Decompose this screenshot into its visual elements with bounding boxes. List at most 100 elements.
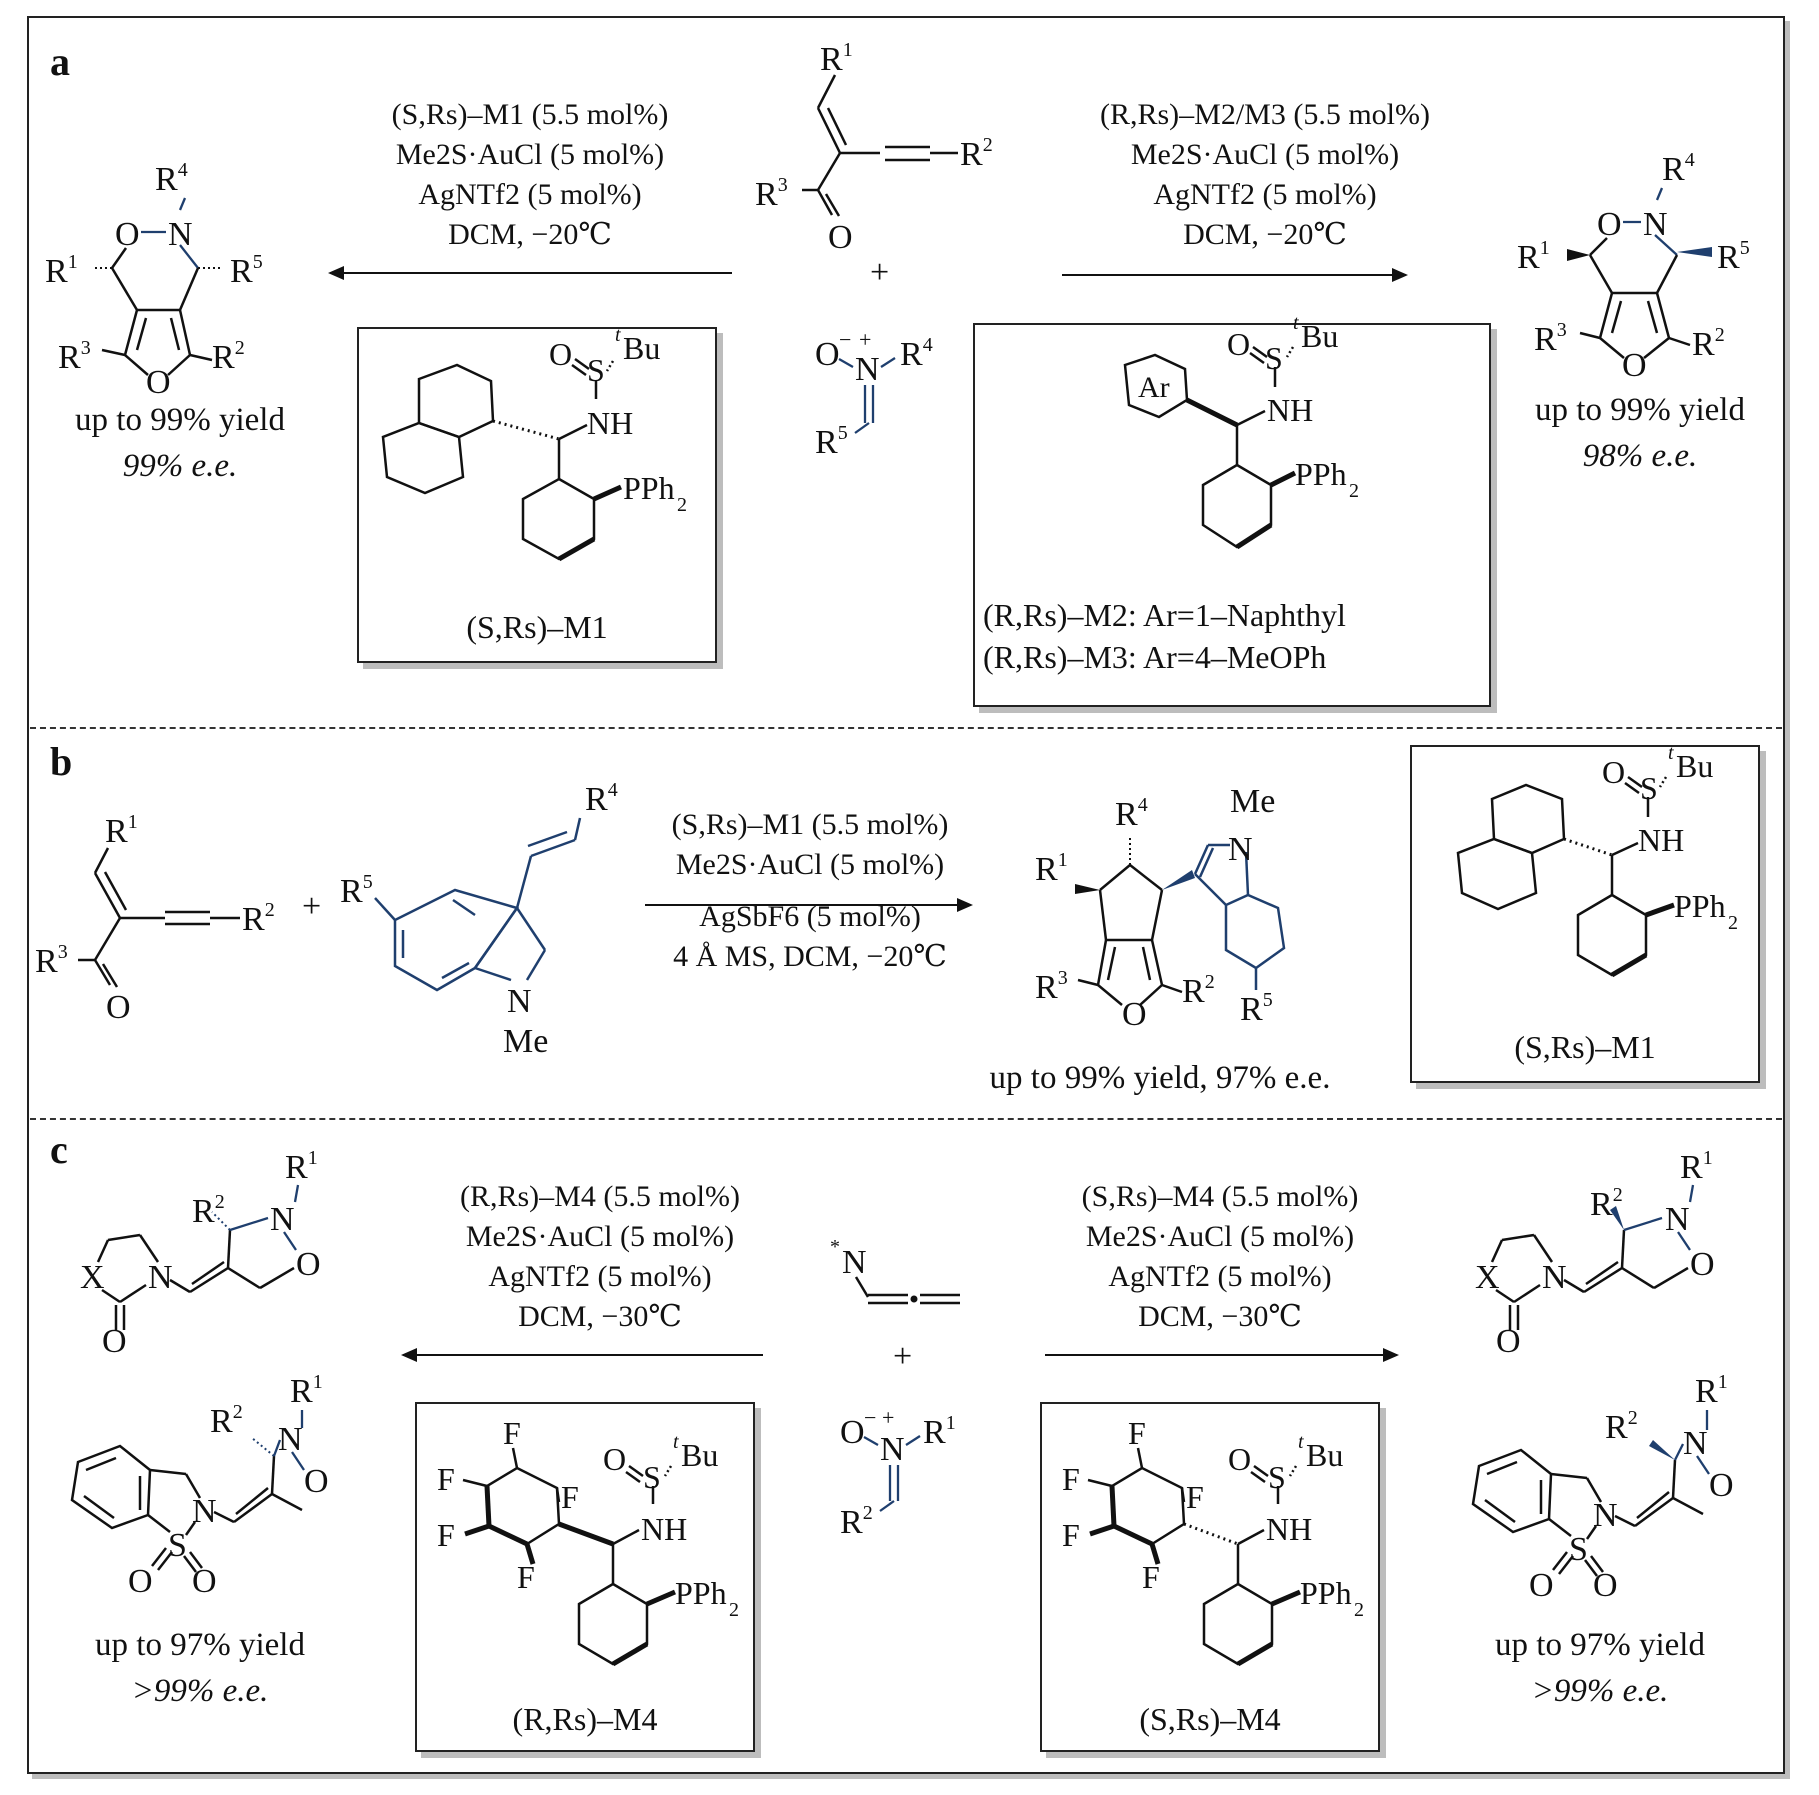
- product-c-sultam-left: R1 R2 N O N S O O: [70, 1371, 329, 1600]
- svg-text:t: t: [615, 324, 621, 346]
- svg-text:Me: Me: [1230, 783, 1275, 820]
- plus-sign-c: +: [893, 1338, 913, 1375]
- catalyst-box-m1-a: O S t Bu NH PPh 2 (S,Rs)–M1: [357, 324, 717, 663]
- svg-text:O: O: [549, 336, 572, 372]
- cond-c-left-gold: Me2S·AuCl (5 mol%): [465, 1220, 735, 1253]
- svg-text:2: 2: [729, 1599, 739, 1621]
- svg-text:R2: R2: [960, 134, 993, 173]
- svg-text:S: S: [587, 352, 605, 388]
- svg-text:t: t: [673, 1431, 679, 1453]
- cond-b-gold: Me2S·AuCl (5 mol%): [675, 848, 945, 881]
- conditions-c-left: (R,Rs)–M4 (5.5 mol%) Me2S·AuCl (5 mol%) …: [400, 1177, 800, 1337]
- svg-text:R1: R1: [923, 1412, 956, 1451]
- svg-text:S: S: [643, 1459, 661, 1495]
- yield-a-right-value: up to 99% yield: [1535, 392, 1745, 428]
- catalyst-box-r-m4: F F F F F O S t Bu NH PPh 2: [415, 1402, 755, 1752]
- cond-c-left-catalyst: (R,Rs)–M4 (5.5 mol%): [460, 1180, 740, 1213]
- ee-a-left-value: 99% e.e.: [122, 448, 238, 484]
- svg-text:O: O: [1529, 1567, 1554, 1604]
- svg-text:PPh: PPh: [675, 1575, 727, 1611]
- svg-text:2: 2: [677, 494, 687, 516]
- cond-c-right-catalyst: (S,Rs)–M4 (5.5 mol%): [1081, 1180, 1359, 1213]
- svg-text:O: O: [115, 216, 140, 253]
- svg-text:R1: R1: [290, 1371, 323, 1410]
- svg-text:NH: NH: [1267, 392, 1313, 428]
- svg-text:F: F: [561, 1479, 579, 1515]
- svg-text:F: F: [437, 1461, 455, 1497]
- svg-text:O: O: [1122, 996, 1147, 1033]
- svg-text:R4: R4: [155, 159, 188, 198]
- yield-c-left-value: up to 97% yield: [95, 1627, 305, 1663]
- svg-text:NH: NH: [587, 405, 633, 441]
- svg-text:t: t: [1293, 312, 1299, 334]
- catalyst-variant-m3: (R,Rs)–M3: Ar=4–MeOPh: [983, 639, 1327, 675]
- conditions-b: (S,Rs)–M1 (5.5 mol%) Me2S·AuCl (5 mol%) …: [630, 805, 990, 977]
- conditions-a-left: (S,Rs)–M1 (5.5 mol%) Me2S·AuCl (5 mol%) …: [330, 95, 730, 255]
- svg-text:PPh: PPh: [1295, 456, 1347, 492]
- svg-text:O: O: [603, 1441, 626, 1477]
- cond-a-left-silver: AgNTf2 (5 mol%): [418, 178, 642, 211]
- svg-text:R3: R3: [1534, 319, 1567, 358]
- svg-text:R3: R3: [1035, 967, 1068, 1006]
- reaction-arrow-b: [645, 898, 973, 912]
- svg-text:S: S: [1268, 1459, 1286, 1495]
- svg-text:Me: Me: [503, 1023, 548, 1060]
- catalyst-box-m2-m3: Ar O S t Bu NH PPh 2 (R,Rs)–M2: Ar=1–Nap…: [973, 312, 1491, 707]
- reaction-arrow-c-right: [1045, 1348, 1399, 1362]
- yield-a-right: up to 99% yield 98% e.e.: [1490, 387, 1790, 479]
- svg-text:R5: R5: [1240, 989, 1273, 1028]
- reaction-arrow-c-left: [401, 1348, 763, 1362]
- plus-sign-a: +: [870, 254, 890, 291]
- indole-reactant-b: R4 R5 N Me: [340, 779, 618, 1060]
- allenamide-reactant-c: * N: [830, 1236, 960, 1305]
- cond-a-left-catalyst: (S,Rs)–M1 (5.5 mol%): [391, 98, 669, 131]
- yield-a-left-value: up to 99% yield: [75, 402, 285, 438]
- svg-text:O: O: [102, 1323, 127, 1360]
- svg-text:R5: R5: [340, 871, 373, 910]
- cond-b-silver: AgSbF6 (5 mol%): [699, 900, 921, 933]
- svg-text:R3: R3: [58, 337, 91, 376]
- cond-a-right-solvent: DCM, −20℃: [1183, 218, 1347, 251]
- catalyst-box-s-m4: F F F F F O S t Bu NH PPh 2: [1040, 1402, 1380, 1752]
- svg-text:NH: NH: [1638, 822, 1684, 858]
- cond-c-right-gold: Me2S·AuCl (5 mol%): [1085, 1220, 1355, 1253]
- svg-text:O: O: [1690, 1246, 1715, 1283]
- catalyst-label-m1-b: (S,Rs)–M1: [1514, 1029, 1656, 1065]
- catalyst-label-m1-a: (S,Rs)–M1: [466, 609, 608, 645]
- panel-label-b: b: [50, 739, 73, 784]
- svg-text:N: N: [1593, 1497, 1618, 1534]
- svg-text:2: 2: [1349, 480, 1359, 502]
- svg-text:R1: R1: [45, 251, 78, 290]
- svg-text:O: O: [1227, 326, 1250, 362]
- svg-text:F: F: [503, 1415, 521, 1451]
- reaction-arrow-a-right: [1062, 268, 1408, 282]
- cond-b-solvent: 4 Å MS, DCM, −20℃: [673, 940, 947, 973]
- enynone-reactant-b: R1 R2 R3 O: [35, 811, 275, 1026]
- svg-text:O: O: [1597, 206, 1622, 243]
- svg-text:O: O: [828, 219, 853, 256]
- panel-label-a: a: [50, 39, 70, 84]
- svg-text:PPh: PPh: [623, 470, 675, 506]
- cond-a-right-catalyst: (R,Rs)–M2/M3 (5.5 mol%): [1100, 98, 1430, 131]
- ee-c-left-value: >99% e.e.: [131, 1673, 269, 1709]
- svg-text:O: O: [1602, 754, 1625, 790]
- svg-text:R5: R5: [230, 251, 263, 290]
- svg-text:N: N: [1665, 1201, 1690, 1238]
- catalyst-box-m1-b: O S t Bu NH PPh 2 (S,Rs)–M1: [1410, 742, 1760, 1083]
- divider-bc: [30, 1118, 1782, 1120]
- svg-text:PPh: PPh: [1300, 1575, 1352, 1611]
- svg-text:R1: R1: [105, 811, 138, 850]
- svg-text:N: N: [507, 983, 532, 1020]
- svg-text:R3: R3: [35, 941, 68, 980]
- svg-text:F: F: [1142, 1559, 1160, 1595]
- cond-c-right-solvent: DCM, −30℃: [1138, 1300, 1302, 1333]
- svg-text:R4: R4: [585, 779, 618, 818]
- catalyst-structure-ar: Ar O S t Bu NH PPh 2: [1123, 312, 1359, 550]
- cond-b-catalyst: (S,Rs)–M1 (5.5 mol%): [671, 808, 949, 841]
- svg-text:R2: R2: [1182, 971, 1215, 1010]
- product-c-oxazolidinone-left: R1 R2 N O X N O: [80, 1147, 321, 1360]
- plus-sign-b: +: [302, 888, 322, 925]
- divider-ab: [30, 727, 1782, 729]
- svg-text:NH: NH: [1266, 1511, 1312, 1547]
